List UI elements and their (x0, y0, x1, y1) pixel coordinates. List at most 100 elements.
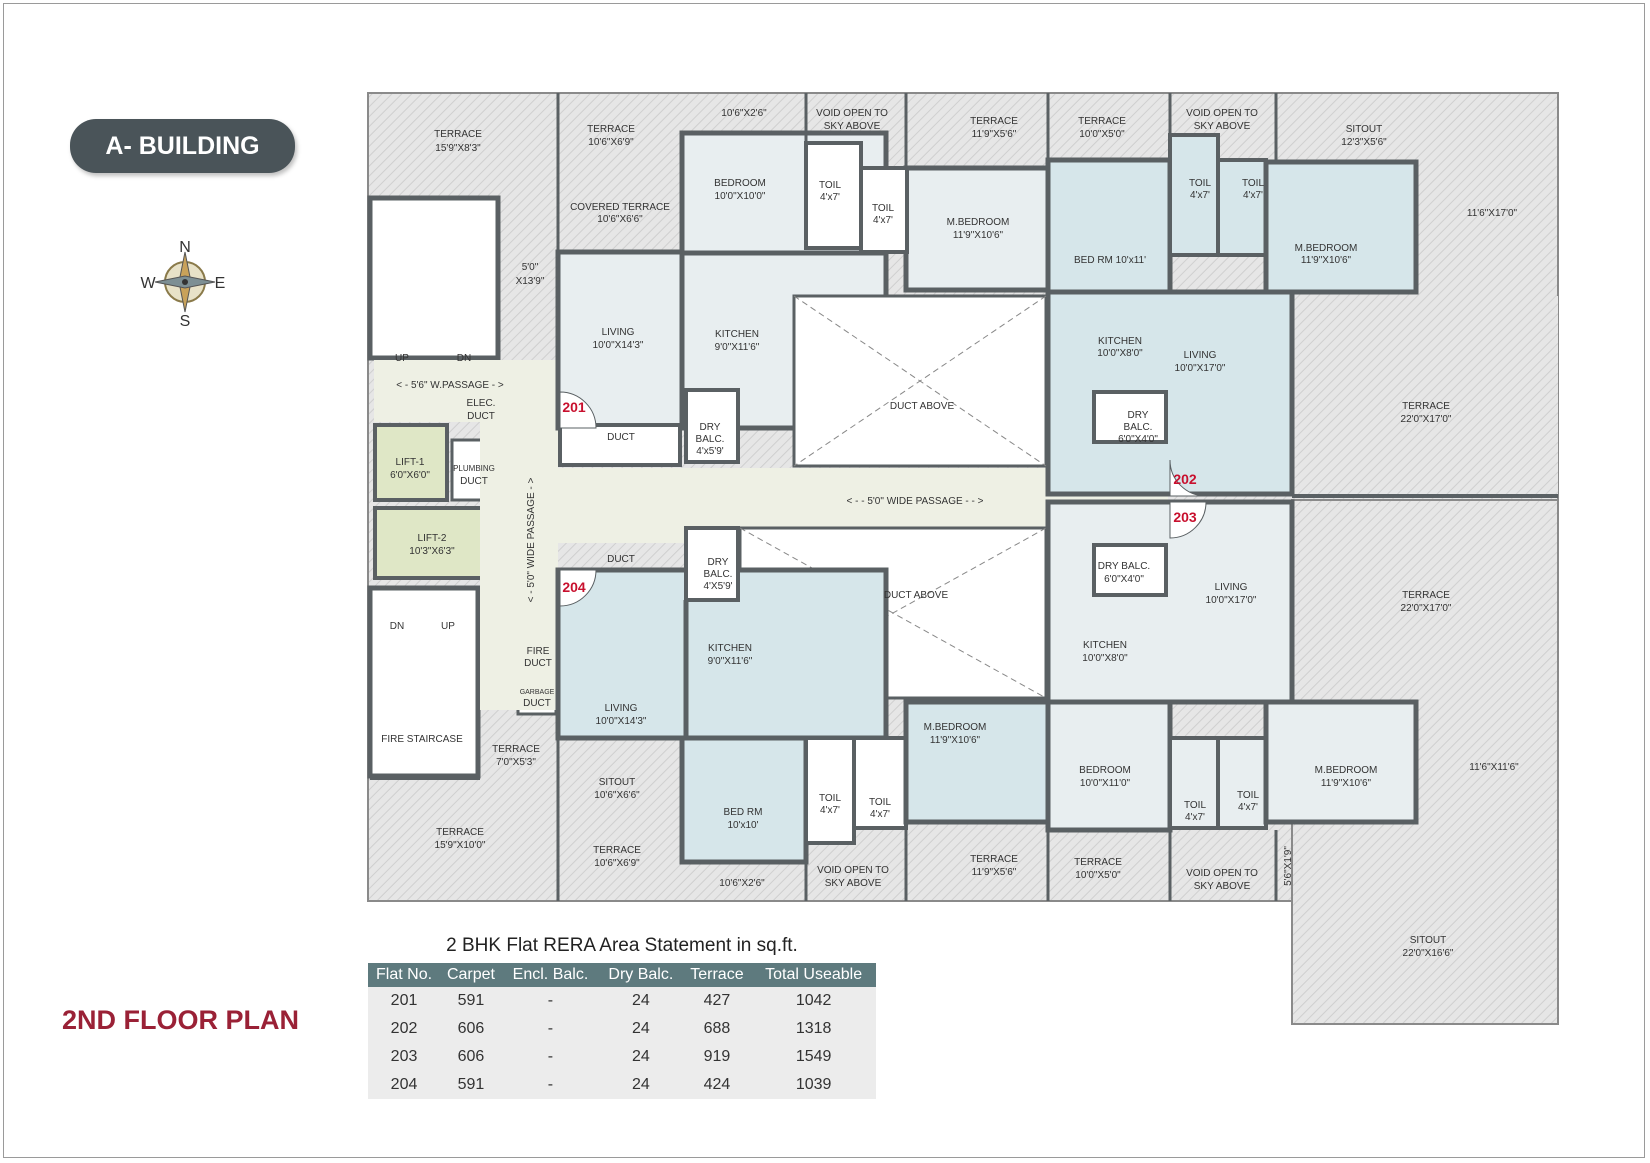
room-label: SKY ABOVE (1194, 121, 1251, 132)
room-label: SKY ABOVE (1194, 881, 1251, 892)
room-dim: 11'9"X5'6" (972, 867, 1017, 878)
flat-202 (1045, 133, 1419, 497)
room-label: VOID OPEN TO (1186, 108, 1258, 119)
cell-flat-no: 201 (390, 992, 418, 1009)
room-label: LIFT-2 (418, 533, 447, 544)
room-label: FIRE STAIRCASE (381, 734, 463, 745)
room-label: BALC. (704, 569, 733, 580)
cell-terrace: 688 (703, 1020, 731, 1037)
cell-carpet: 606 (457, 1020, 485, 1037)
cell-dry-balc: 24 (631, 992, 650, 1009)
stair-up-label: UP (395, 353, 409, 364)
room-label: TERRACE (970, 116, 1018, 127)
room-dim: 5'6"X1'9" (1283, 846, 1294, 886)
room-label: DUCT (523, 698, 551, 709)
room-label: LIVING (602, 327, 635, 338)
cell-encl-balc: - (547, 1020, 554, 1037)
room-label: DRY (708, 557, 729, 568)
room-label: TOIL (869, 797, 891, 808)
room-dim: X13'9" (516, 276, 545, 287)
room-dim: 4'x5'9' (696, 446, 724, 457)
cell-carpet: 606 (457, 1048, 485, 1065)
flat-203 (1045, 499, 1419, 833)
room-label: KITCHEN (708, 643, 752, 654)
room-dim: 4'x7' (820, 192, 840, 203)
room-dim: 4'X5'9' (703, 581, 732, 592)
room-dim: 10'0"X17'0" (1175, 363, 1226, 374)
stair-core (367, 195, 558, 779)
col-dry-balc: Dry Balc. (608, 966, 674, 983)
room-label: DUCT (467, 411, 495, 422)
cell-flat-no: 202 (390, 1020, 418, 1037)
room-labels: TERRACE 15'9"X8'3" TERRACE 10'6"X6'9" 10… (381, 108, 1519, 959)
compass-w: W (140, 275, 156, 292)
flat-number-204: 204 (562, 579, 586, 595)
room-label: GARBAGE (520, 689, 555, 696)
room-label: TERRACE (587, 124, 635, 135)
room-label: LIFT-1 (396, 457, 425, 468)
room-dim: 10'6"X2'6" (721, 108, 767, 119)
area-table-header: Flat No. Carpet Encl. Balc. Dry Balc. Te… (368, 963, 876, 987)
area-statement-title: 2 BHK Flat RERA Area Statement in sq.ft. (446, 935, 798, 956)
room-dim: 4'x7' (870, 809, 890, 820)
room-dim: 6'0"X6'0" (390, 470, 430, 481)
room-dim: 4'x7' (1185, 812, 1205, 823)
room-dim: 6'0"X4'0" (1118, 434, 1158, 445)
room-label: TERRACE (436, 827, 484, 838)
room-dim: 10'6"X6'9" (594, 858, 640, 869)
cell-dry-balc: 24 (631, 1048, 650, 1065)
room-dim: 11'9"X10'6" (1321, 778, 1372, 789)
room-label: SKY ABOVE (824, 121, 881, 132)
room-label: TOIL (1184, 800, 1206, 811)
table-row: 201 591 - 24 427 1042 (368, 987, 876, 1015)
room-dim: 11'9"X10'6" (1301, 255, 1352, 266)
cell-flat-no: 204 (390, 1076, 418, 1093)
flat-204 (555, 526, 1051, 865)
room-dim: 7'0"X5'3" (496, 757, 536, 768)
room-label: PLUMBING (453, 464, 495, 473)
room-label: KITCHEN (1083, 640, 1127, 651)
room-dim: 11'9"X10'6" (930, 735, 981, 746)
room-label: TOIL (819, 793, 841, 804)
room-label: TERRACE (1078, 116, 1126, 127)
table-row: 203 606 - 24 919 1549 (368, 1043, 876, 1071)
room-dim: 9'0"X11'6" (715, 342, 760, 353)
flat-number-201: 201 (562, 399, 586, 415)
compass-e: E (215, 275, 226, 292)
room-label: ELEC. (467, 398, 496, 409)
room-label: SITOUT (1346, 124, 1382, 135)
room-dim: 9'0"X11'6" (708, 656, 753, 667)
col-encl-balc: Encl. Balc. (512, 966, 589, 983)
cell-total-useable: 1039 (795, 1076, 832, 1093)
cell-terrace: 427 (703, 992, 731, 1009)
room-label: DUCT (607, 432, 635, 443)
flat-number-203: 203 (1173, 509, 1197, 525)
flat-number-202: 202 (1173, 471, 1197, 487)
room-label: TOIL (1237, 790, 1259, 801)
room-label: DUCT ABOVE (890, 401, 955, 412)
cell-encl-balc: - (547, 1076, 554, 1093)
room-label: TOIL (872, 203, 894, 214)
cell-encl-balc: - (547, 1048, 554, 1065)
room-dim: 15'9"X10'0" (435, 840, 486, 851)
room-label: DRY (1128, 410, 1149, 421)
room-dim: 10'0"X11'0" (1080, 778, 1131, 789)
floor-plan-title: 2ND FLOOR PLAN (62, 1005, 300, 1035)
room-dim: 11'9"X5'6" (972, 129, 1017, 140)
stair-dn-label: DN (390, 621, 404, 632)
room-dim: 4'x7' (873, 215, 893, 226)
room-label: M.BEDROOM (947, 217, 1010, 228)
room-dim: 11'9"X10'6" (953, 230, 1004, 241)
room-dim: 10'6"X6'9" (588, 137, 634, 148)
room-label: BALC. (1124, 422, 1153, 433)
room-label: BED RM (724, 807, 763, 818)
cell-carpet: 591 (457, 992, 485, 1009)
col-flat-no: Flat No. (376, 966, 433, 983)
room-label: SKY ABOVE (825, 878, 882, 889)
cell-terrace: 919 (703, 1048, 731, 1065)
cell-dry-balc: 24 (631, 1020, 650, 1037)
room-label: FIRE (527, 646, 550, 657)
room-label: DUCT (460, 476, 488, 487)
room-dim: 11'6"X11'6" (1469, 762, 1519, 773)
room-label: TERRACE (492, 744, 540, 755)
